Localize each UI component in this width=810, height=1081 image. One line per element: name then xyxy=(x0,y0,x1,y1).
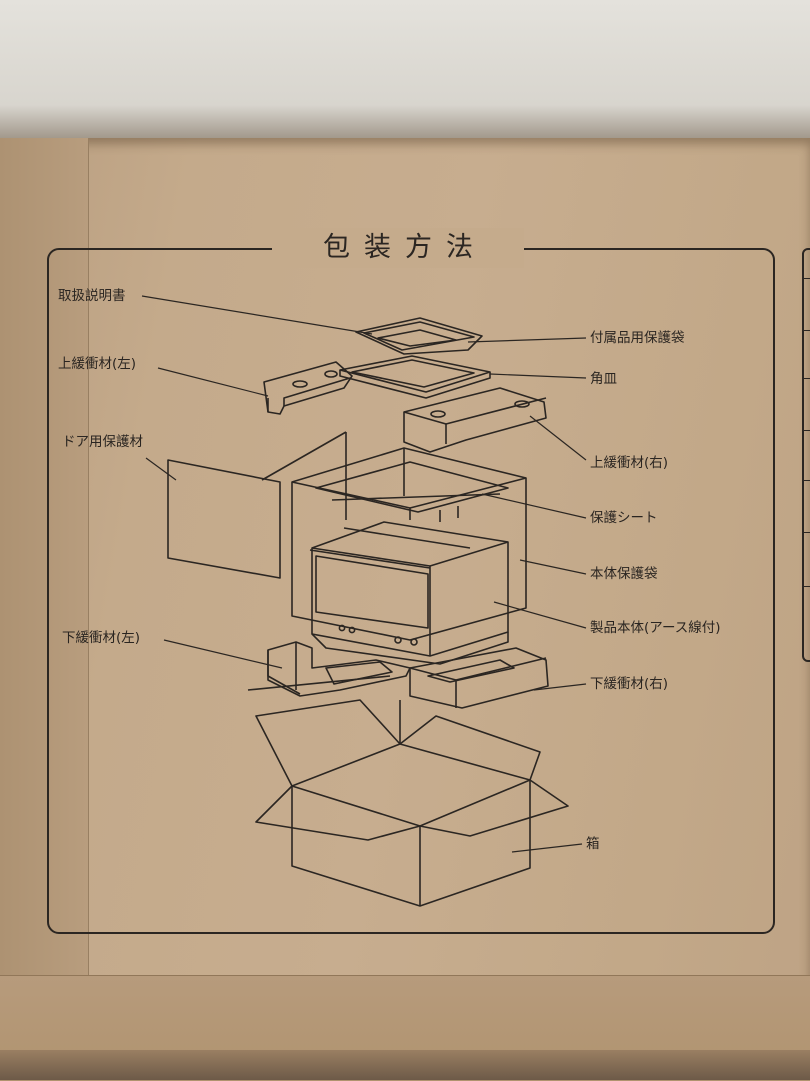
label-product-body: 製品本体(アース線付) xyxy=(590,620,721,636)
upper-cushion-left-illustration xyxy=(263,361,353,415)
box-illustration xyxy=(247,675,569,907)
label-tray: 角皿 xyxy=(590,371,617,387)
diagram-title: 包装方法 xyxy=(323,232,487,263)
cardboard-side-flap xyxy=(0,138,89,1080)
product-body-illustration xyxy=(309,521,509,665)
label-door-protector: ドア用保護材 xyxy=(62,434,143,450)
label-lower-cushion-left: 下緩衝材(左) xyxy=(62,630,141,646)
tray-illustration xyxy=(339,355,491,399)
lower-cushion-right-illustration xyxy=(409,647,549,709)
door-protector-illustration xyxy=(167,431,347,579)
adjacent-table-edge xyxy=(802,248,810,662)
label-body-bag: 本体保護袋 xyxy=(590,566,658,582)
body-bag-illustration xyxy=(291,432,527,641)
label-upper-cushion-right: 上緩衝材(右) xyxy=(590,455,669,471)
label-box: 箱 xyxy=(586,836,600,852)
protective-sheet-illustration xyxy=(315,461,509,522)
background-wall xyxy=(0,0,810,150)
upper-cushion-right-illustration xyxy=(403,387,547,453)
manual-illustration xyxy=(355,317,483,355)
cardboard-bottom-edge xyxy=(0,1050,810,1080)
label-upper-cushion-left: 上緩衝材(左) xyxy=(58,356,137,372)
label-lower-cushion-right: 下緩衝材(右) xyxy=(590,676,669,692)
label-accessory-bag: 付属品用保護袋 xyxy=(590,330,685,346)
leader-lines xyxy=(141,295,587,853)
label-protective-sheet: 保護シート xyxy=(590,510,658,526)
label-manual: 取扱説明書 xyxy=(58,288,126,304)
title-background xyxy=(272,228,524,268)
cardboard-panel xyxy=(0,138,810,1080)
